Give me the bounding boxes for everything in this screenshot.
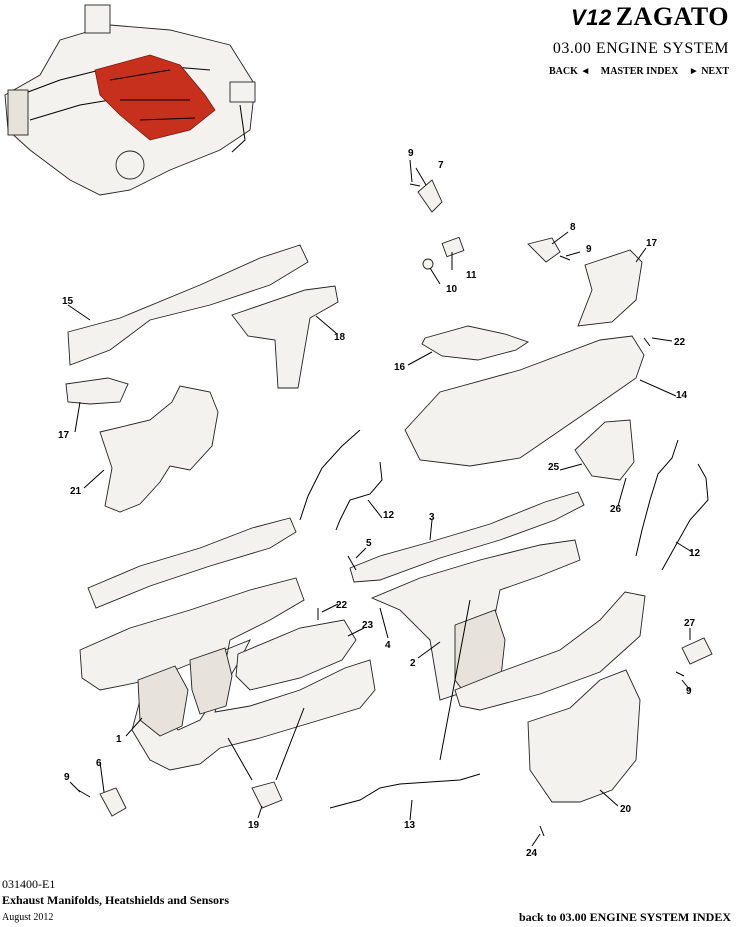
- part-19-clip: [251, 781, 283, 809]
- callout-3: 3: [429, 512, 435, 523]
- callout-20: 20: [620, 804, 632, 815]
- part-10-11-sensors: [422, 236, 465, 270]
- part-17-left-heatshield: [65, 377, 129, 405]
- part-25-heatshield: [574, 419, 635, 481]
- callout-1: 1: [116, 734, 122, 745]
- part-16-bracket: [421, 325, 530, 361]
- back-to-index-link[interactable]: back to 03.00 ENGINE SYSTEM INDEX: [518, 910, 731, 924]
- callout-10: 10: [446, 284, 458, 295]
- part-22-bolt: [317, 337, 651, 620]
- callout-22a: 22: [336, 600, 348, 611]
- callout-14: 14: [676, 390, 688, 401]
- part-27-sensor: [681, 637, 713, 665]
- brand-mark: V12: [571, 5, 612, 30]
- part-3-right-gasket: [349, 491, 585, 583]
- callout-23: 23: [362, 620, 374, 631]
- back-link[interactable]: BACK ◄: [549, 66, 591, 77]
- master-index-link[interactable]: MASTER INDEX: [600, 66, 679, 77]
- callout-9a: 9: [408, 148, 414, 159]
- brand-name: ZAGATO: [615, 2, 729, 31]
- part-21-heatshield: [99, 385, 219, 513]
- callout-9b: 9: [586, 244, 592, 255]
- next-link[interactable]: ► NEXT: [688, 66, 729, 77]
- part-12-left-oxygen-sensor: [299, 429, 383, 531]
- part-12-right-oxygen-sensor: [635, 439, 709, 571]
- callout-21: 21: [70, 486, 82, 497]
- part-15-heatshield: [67, 244, 309, 366]
- diagram-title: Exhaust Manifolds, Heatshields and Senso…: [2, 893, 230, 907]
- callout-2: 2: [410, 658, 416, 669]
- callout-13: 13: [404, 820, 416, 831]
- part-17-right-heatshield: [577, 249, 643, 327]
- callout-26: 26: [610, 504, 622, 515]
- callout-17b: 17: [58, 430, 70, 441]
- callout-8: 8: [570, 222, 576, 233]
- part-20-heatshield: [527, 669, 641, 803]
- callout-6: 6: [96, 758, 102, 769]
- part-5-stud: [347, 555, 357, 571]
- callout-22b: 22: [674, 337, 686, 348]
- callout-24: 24: [526, 848, 538, 859]
- callout-19: 19: [248, 820, 260, 831]
- callout-11: 11: [466, 270, 477, 281]
- callout-12b: 12: [689, 548, 701, 559]
- callout-12a: 12: [383, 510, 395, 521]
- part-7-sensor: [409, 179, 443, 213]
- callout-27: 27: [684, 618, 696, 629]
- callout-9d: 9: [64, 772, 70, 783]
- callout-16: 16: [394, 362, 406, 373]
- callout-9c: 9: [686, 686, 692, 697]
- callout-17a: 17: [646, 238, 658, 249]
- part-9-bolt: [77, 255, 685, 798]
- diagram-code: 031400-E1: [2, 877, 56, 891]
- section-title: 03.00 ENGINE SYSTEM: [552, 40, 729, 57]
- part-13-oxygen-sensor: [329, 773, 481, 809]
- part-14-large-heatshield: [404, 335, 645, 467]
- part-left-gasket: [87, 517, 297, 609]
- callout-18: 18: [334, 332, 346, 343]
- part-6-sensor: [99, 787, 127, 817]
- callout-4: 4: [385, 640, 391, 651]
- part-2-right-manifold: [370, 539, 646, 711]
- callout-15: 15: [62, 296, 74, 307]
- engine-overview-thumbnail: [4, 4, 256, 196]
- part-1-left-manifold: [79, 577, 376, 771]
- callout-7: 7: [438, 160, 444, 171]
- callout-5: 5: [366, 538, 372, 549]
- leader-lines: [67, 159, 693, 847]
- part-24-bolt: [539, 825, 545, 837]
- part-18-heatshield: [231, 285, 339, 389]
- part-23-heatshield: [235, 619, 357, 691]
- callout-25: 25: [548, 462, 560, 473]
- diagram-date: August 2012: [2, 912, 54, 923]
- navigation-bar: BACK ◄ MASTER INDEX ► NEXT: [541, 66, 729, 77]
